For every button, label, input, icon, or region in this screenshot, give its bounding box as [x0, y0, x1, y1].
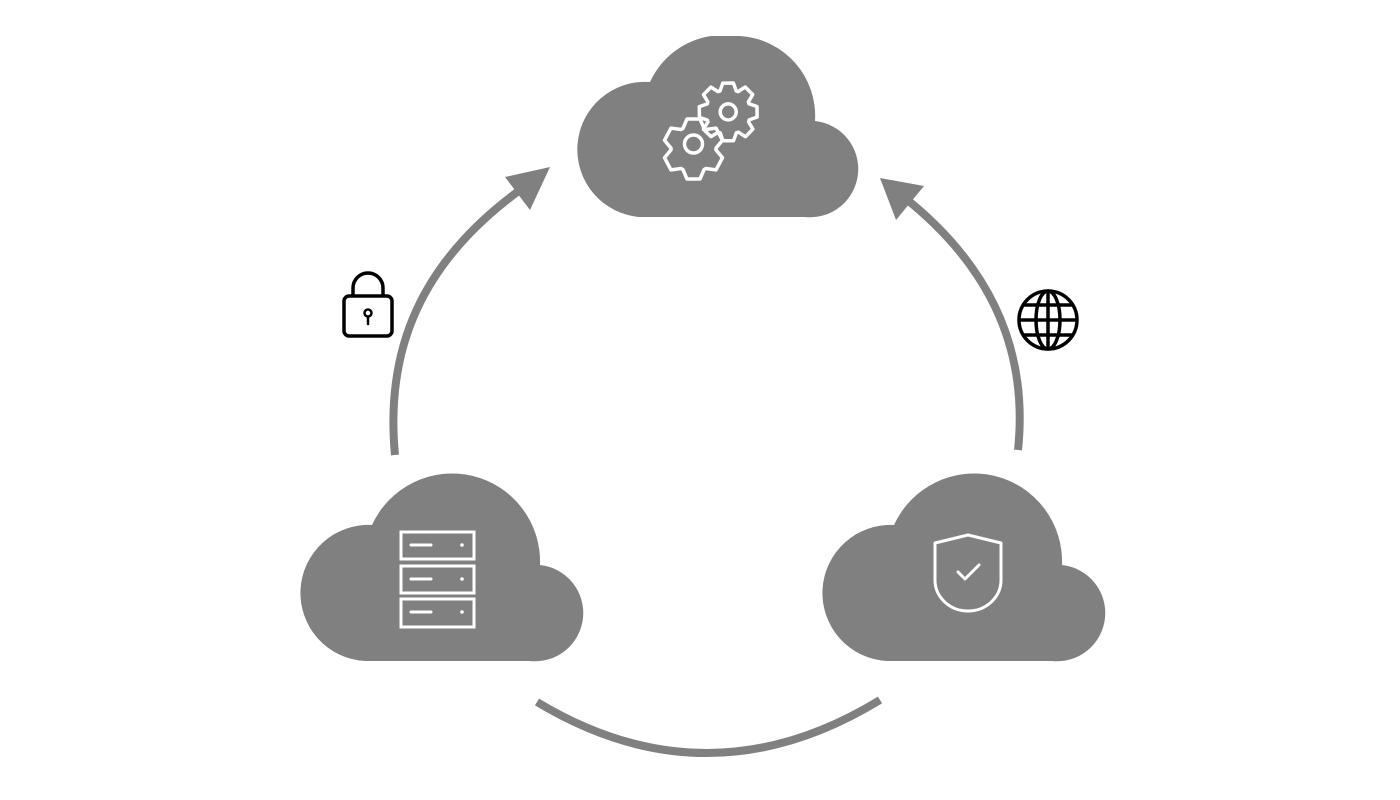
arrowhead-security-to-processing [880, 178, 924, 220]
cloud-shape [822, 473, 1106, 662]
padlock-icon [342, 271, 394, 338]
shield-check-icon [933, 533, 1003, 613]
security-cloud [822, 473, 1106, 662]
globe-icon [1017, 289, 1079, 351]
server-cloud [300, 473, 584, 662]
connectors [389, 167, 1024, 757]
connector-server-security-link [534, 696, 883, 757]
gears-icon [662, 81, 759, 181]
arrowhead-server-to-processing [505, 167, 550, 210]
connector-server-to-processing [389, 181, 530, 456]
connector-security-to-processing [902, 194, 1024, 451]
server-rack-icon [399, 530, 476, 629]
cloud-shape [577, 36, 859, 218]
processing-cloud [577, 36, 859, 218]
